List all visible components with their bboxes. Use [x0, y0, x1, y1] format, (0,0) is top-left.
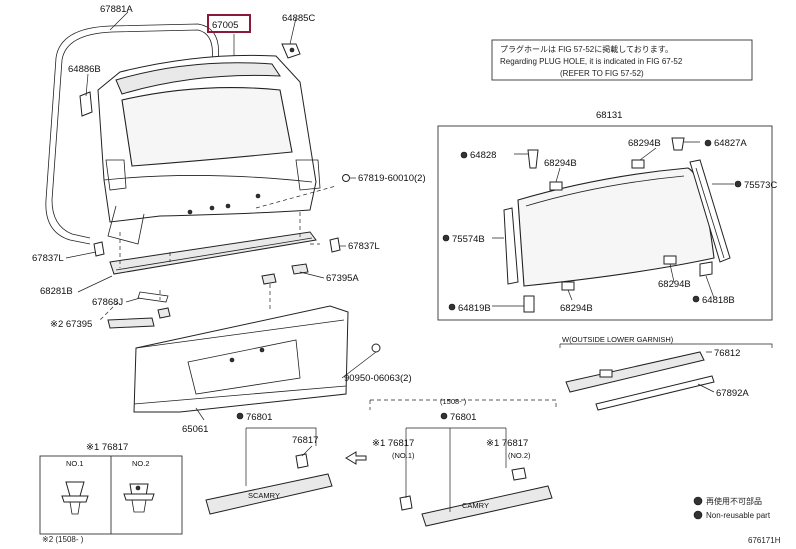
- weatherstrip-67881A[interactable]: [45, 23, 219, 245]
- legend-nonreusable-jp: 再使用不可部品: [706, 496, 762, 506]
- garnish-76812[interactable]: [565, 351, 705, 393]
- inset-76817: [39, 455, 183, 535]
- label-68281B[interactable]: 68281B: [40, 286, 73, 297]
- back-window-glass-68131[interactable]: [517, 167, 715, 287]
- garnish-header-bracket: [559, 343, 773, 348]
- label-68294B-a[interactable]: 68294B: [628, 138, 661, 149]
- clip-64818B[interactable]: [699, 261, 713, 277]
- date-range-box: [369, 399, 557, 410]
- back-door-panel[interactable]: [97, 54, 321, 245]
- label-67837L-right[interactable]: 67837L: [348, 241, 380, 252]
- inset-no2-label: NO.2: [132, 459, 150, 468]
- non-reusable-marker: [440, 412, 448, 420]
- clip-76817-no1[interactable]: [399, 495, 413, 511]
- figure-code: 676171H: [748, 536, 781, 545]
- label-76817-left[interactable]: 76817: [292, 435, 318, 446]
- label-64886B[interactable]: 64886B: [68, 64, 101, 75]
- inset-title: ※1 76817: [86, 442, 128, 453]
- non-reusable-icon: [693, 496, 703, 506]
- label-68294B-d[interactable]: 68294B: [560, 303, 593, 314]
- clip-64828[interactable]: [527, 149, 539, 169]
- garnish-68281B[interactable]: [109, 231, 317, 275]
- label-64827A[interactable]: 64827A: [714, 138, 747, 149]
- plug-note-line3: (REFER TO FIG 57-52): [560, 69, 644, 78]
- clip-76817-left[interactable]: [295, 453, 309, 469]
- clip-64886B[interactable]: [79, 91, 93, 117]
- label-64885C[interactable]: 64885C: [282, 13, 315, 24]
- stopper-68294B-b[interactable]: [549, 181, 563, 191]
- garnish-76801-left[interactable]: SCAMRY: [205, 473, 333, 515]
- non-reusable-marker: [704, 139, 712, 147]
- bracket-64885C[interactable]: [281, 43, 301, 59]
- label-64828[interactable]: 64828: [470, 150, 496, 161]
- label-76817-no1-sub: (NO.1): [392, 451, 415, 460]
- clip-67819[interactable]: [342, 174, 350, 182]
- label-64818B[interactable]: 64818B: [702, 295, 735, 306]
- stopper-68294B-d[interactable]: [561, 281, 575, 291]
- trim-board-65061[interactable]: [133, 305, 349, 413]
- molding-75574B[interactable]: [503, 207, 519, 285]
- label-75573C[interactable]: 75573C: [744, 180, 777, 191]
- label-65061[interactable]: 65061: [182, 424, 208, 435]
- highlight-box-67005: [207, 14, 251, 33]
- clip-no1-drawing: [61, 481, 89, 515]
- non-reusable-marker: [236, 412, 244, 420]
- label-67005[interactable]: 67005: [212, 20, 238, 31]
- non-reusable-icon-en: [693, 510, 703, 520]
- arrow-left-icon: [345, 451, 367, 465]
- non-reusable-marker: [460, 151, 468, 159]
- label-76801-mid[interactable]: 76801: [450, 412, 476, 423]
- label-68294B-b[interactable]: 68294B: [544, 158, 577, 169]
- stopper-68294B-a[interactable]: [631, 159, 645, 169]
- molding-75573C[interactable]: [689, 159, 731, 263]
- label-68131[interactable]: 68131: [596, 110, 622, 121]
- plug-hole-note-box: [491, 39, 753, 81]
- garnish-76801-mid[interactable]: CAMRY: [421, 485, 553, 527]
- label-67395A[interactable]: 67395A: [326, 273, 359, 284]
- clip-no2-drawing: [123, 483, 155, 513]
- label-76817-no2-sub: (NO.2): [508, 451, 531, 460]
- svg-text:SCAMRY: SCAMRY: [248, 491, 280, 500]
- label-68294B-c[interactable]: 68294B: [658, 279, 691, 290]
- molding-67892A[interactable]: [595, 375, 715, 411]
- pad-67395-star[interactable]: [107, 307, 171, 329]
- label-67881A[interactable]: 67881A: [100, 4, 133, 15]
- label-67868J[interactable]: 67868J: [92, 297, 123, 308]
- label-67837L-left[interactable]: 67837L: [32, 253, 64, 264]
- label-76817-no1[interactable]: ※1 76817: [372, 438, 414, 449]
- footnote-date: ※2 (1508- ): [42, 535, 84, 544]
- label-76812[interactable]: 76812: [714, 348, 740, 359]
- clip-67837L-right[interactable]: [329, 237, 341, 253]
- clip-64827A[interactable]: [671, 137, 685, 151]
- non-reusable-marker: [448, 303, 456, 311]
- seal-67868J[interactable]: [137, 291, 169, 303]
- label-67395-star[interactable]: ※2 67395: [50, 319, 92, 330]
- non-reusable-marker: [734, 180, 742, 188]
- garnish-header-text: W(OUTSIDE LOWER GARNISH): [562, 335, 674, 344]
- label-67892A[interactable]: 67892A: [716, 388, 749, 399]
- plug-note-line1: プラグホールは FIG 57-52に掲載しております。: [500, 44, 673, 54]
- label-75574B[interactable]: 75574B: [452, 234, 485, 245]
- non-reusable-marker: [442, 234, 450, 242]
- inset-no1-label: NO.1: [66, 459, 84, 468]
- label-76801-left[interactable]: 76801: [246, 412, 272, 423]
- clip-67837L-left[interactable]: [93, 241, 105, 257]
- clip-76817-no2[interactable]: [511, 467, 527, 481]
- label-date-range-1: (1508- ): [440, 397, 467, 406]
- label-67819[interactable]: 67819-60010(2): [358, 173, 426, 184]
- clip-64819B[interactable]: [523, 295, 535, 313]
- spoiler-67005[interactable]: [115, 62, 281, 95]
- clip-90950[interactable]: [371, 343, 381, 353]
- label-64819B[interactable]: 64819B: [458, 303, 491, 314]
- non-reusable-marker: [692, 295, 700, 303]
- label-76817-no2[interactable]: ※1 76817: [486, 438, 528, 449]
- stopper-68294B-c[interactable]: [663, 255, 677, 265]
- glass-group-box: [437, 125, 773, 321]
- label-90950[interactable]: 90950-06063(2): [344, 373, 412, 384]
- pad-67395A[interactable]: [261, 263, 309, 285]
- legend-nonreusable-en: Non-reusable part: [706, 511, 771, 520]
- svg-text:CAMRY: CAMRY: [462, 501, 489, 510]
- plug-note-line2: Regarding PLUG HOLE, it is indicated in …: [500, 57, 683, 66]
